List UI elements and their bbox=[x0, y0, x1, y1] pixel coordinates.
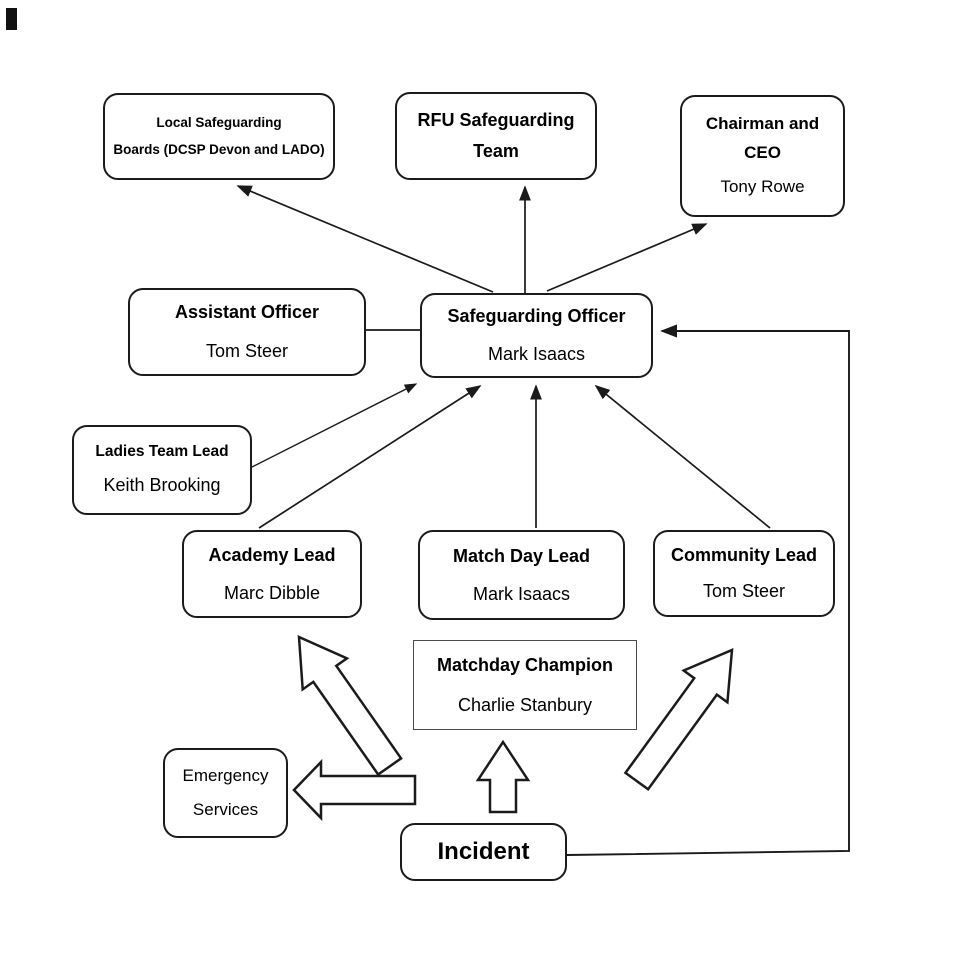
arrow-officer-to-chairman bbox=[546, 223, 708, 292]
node-person-name: Mark Isaacs bbox=[472, 583, 571, 604]
node-title: Incident bbox=[437, 837, 530, 865]
node-rfu-safeguarding-team: RFU Safeguarding Team bbox=[395, 92, 597, 180]
scan-artifact bbox=[6, 8, 17, 30]
node-incident: Incident bbox=[400, 823, 567, 881]
node-ladies-team-lead: Ladies Team Lead Keith Brooking bbox=[72, 425, 252, 515]
node-title: Emergency bbox=[182, 766, 269, 786]
node-academy-lead: Academy Lead Marc Dibble bbox=[182, 530, 362, 618]
node-person-name: Tony Rowe bbox=[720, 177, 805, 197]
node-person-name: Tom Steer bbox=[205, 341, 289, 361]
arrow-incident-to-officer bbox=[566, 324, 850, 856]
node-person-name: Keith Brooking bbox=[103, 475, 221, 496]
node-chairman-ceo: Chairman and CEO Tony Rowe bbox=[680, 95, 845, 217]
node-person-name: Tom Steer bbox=[702, 581, 786, 601]
node-title: RFU Safeguarding Team bbox=[417, 110, 575, 161]
node-assistant-officer: Assistant Officer Tom Steer bbox=[128, 288, 366, 376]
node-matchday-champion: Matchday Champion Charlie Stanbury bbox=[413, 640, 637, 730]
node-title: Chairman and CEO bbox=[705, 113, 820, 162]
node-person-name: Marc Dibble bbox=[223, 582, 321, 603]
arrow-academy-lead-to-officer bbox=[258, 385, 482, 529]
node-emergency-services: Emergency Services bbox=[163, 748, 288, 838]
node-title: Assistant Officer bbox=[174, 302, 320, 323]
node-title: Services bbox=[192, 799, 259, 819]
node-safeguarding-officer: Safeguarding Officer Mark Isaacs bbox=[420, 293, 653, 378]
node-title: Matchday Champion bbox=[436, 654, 614, 675]
node-person-name: Mark Isaacs bbox=[487, 344, 586, 364]
node-title: Local Safeguarding bbox=[156, 114, 282, 130]
block-arrow-incident-to-academy bbox=[297, 635, 403, 777]
node-person-name: Charlie Stanbury bbox=[457, 694, 593, 715]
node-title: Community Lead bbox=[670, 545, 817, 566]
arrow-officer-to-local-boards bbox=[236, 185, 494, 293]
node-community-lead: Community Lead Tom Steer bbox=[653, 530, 835, 617]
arrow-ladies-lead-to-officer bbox=[251, 383, 418, 468]
node-match-day-lead: Match Day Lead Mark Isaacs bbox=[418, 530, 625, 620]
node-title: Academy Lead bbox=[208, 544, 336, 565]
block-arrow-incident-to-community bbox=[623, 648, 734, 792]
node-title: Boards (DCSP Devon and LADO) bbox=[113, 142, 325, 157]
block-arrow-incident-to-champion bbox=[475, 739, 531, 814]
arrow-community-lead-to-officer bbox=[594, 384, 771, 529]
node-title: Match Day Lead bbox=[452, 545, 591, 566]
block-arrow-incident-to-emergency bbox=[292, 758, 417, 822]
node-local-safeguarding-boards: Local Safeguarding Boards (DCSP Devon an… bbox=[103, 93, 335, 180]
node-title: Safeguarding Officer bbox=[447, 306, 626, 327]
node-title: Ladies Team Lead bbox=[95, 443, 229, 461]
